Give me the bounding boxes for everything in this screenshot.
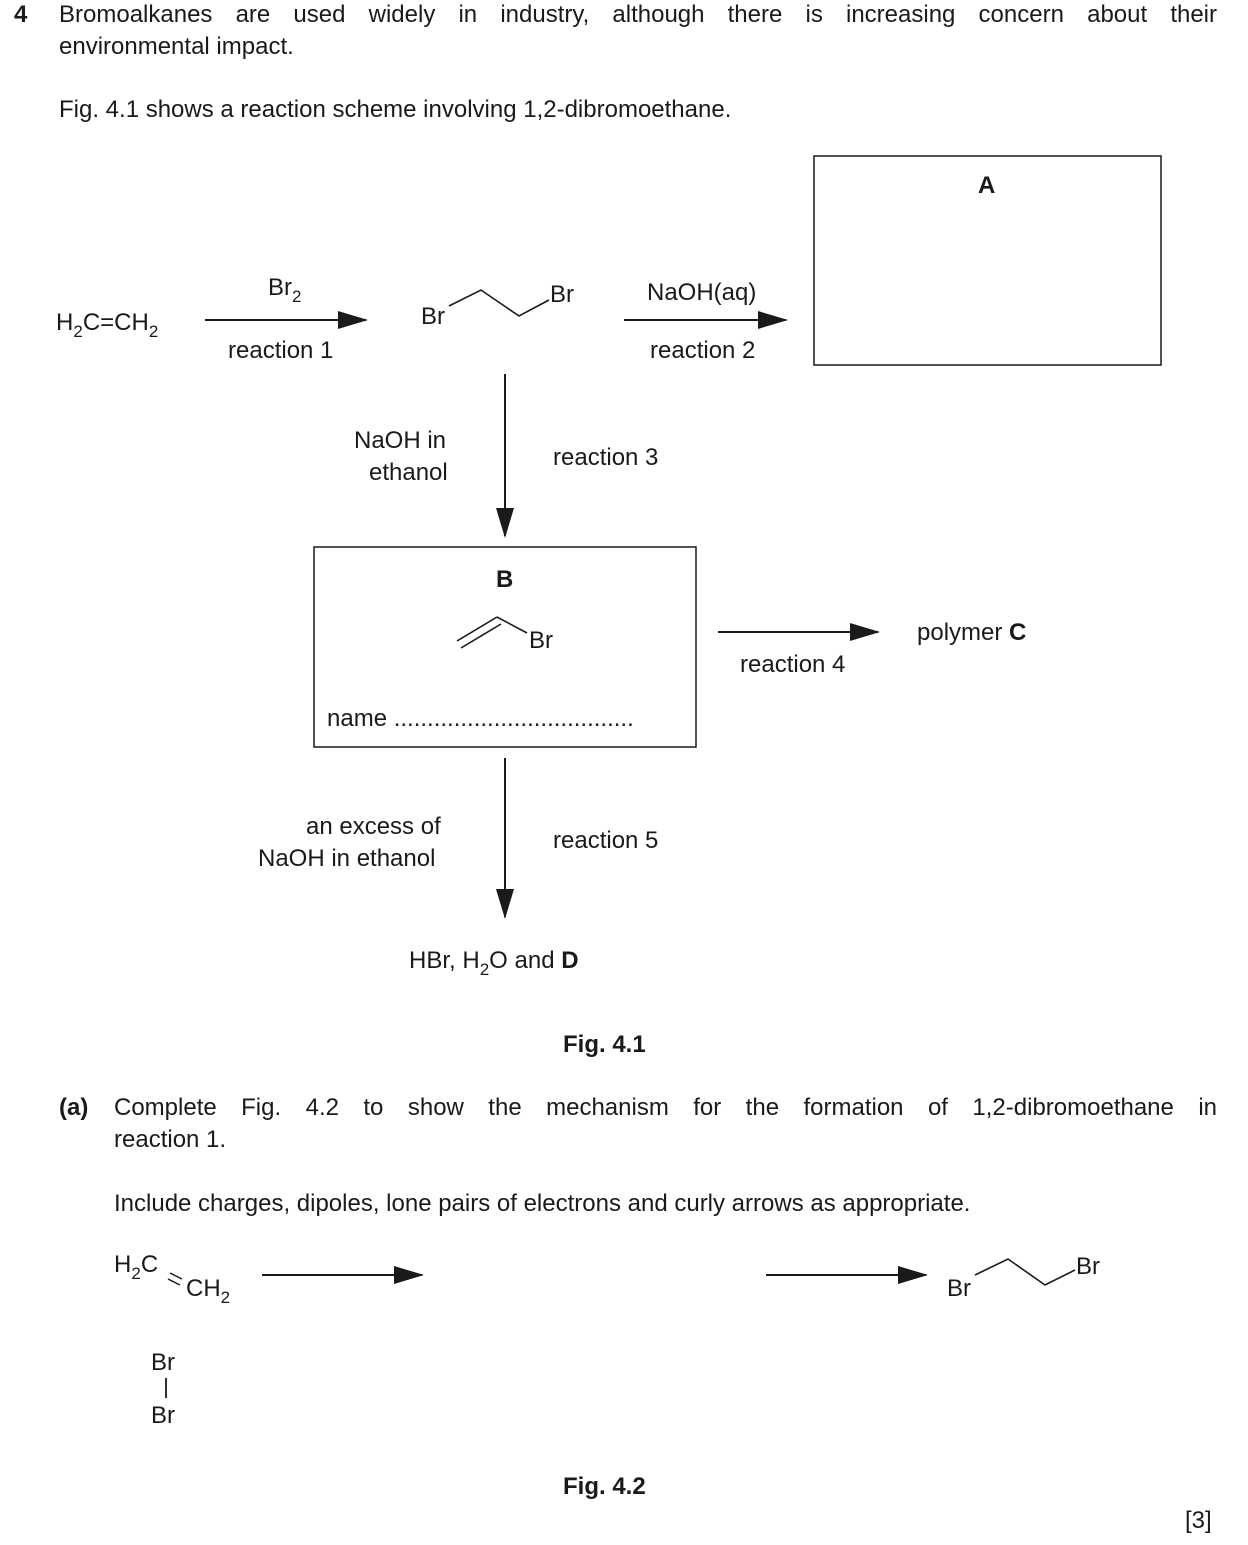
fig42-caption: Fig. 4.2	[563, 1473, 646, 1500]
box-a-label: A	[978, 172, 996, 199]
reaction3-arrowhead	[496, 508, 514, 538]
part-a-instruction: Include charges, dipoles, lone pairs of …	[114, 1190, 971, 1217]
fig42-arrowhead-2	[898, 1266, 928, 1284]
reaction3-reagent-line1: NaOH in	[354, 427, 447, 454]
fig42-double-bond-2	[167, 1278, 181, 1286]
reaction5-products: HBr, H2O and D	[409, 947, 579, 979]
dibromoethane-br-left: Br	[421, 303, 445, 330]
box-a	[813, 155, 1162, 366]
dibromoethane-br-right: Br	[550, 281, 574, 308]
part-a-line2: reaction 1.	[114, 1126, 227, 1153]
bromoethene-c-br-bond	[496, 616, 528, 634]
reaction4-product: polymer C	[917, 619, 1027, 646]
part-a-line1: Complete Fig. 4.2 to show the mechanism …	[114, 1094, 1217, 1121]
reaction4-label: reaction 4	[740, 651, 846, 678]
question-intro-line2: environmental impact.	[59, 33, 294, 60]
reaction5-reagent-line1: an excess of	[306, 813, 441, 840]
reaction5-label: reaction 5	[553, 827, 659, 854]
reaction4-arrowhead	[850, 623, 880, 641]
box-b	[313, 546, 697, 748]
fig42-ch2: CH2	[186, 1275, 231, 1307]
reaction2-reagent: NaOH(aq)	[647, 279, 757, 306]
question-number: 4	[14, 1, 28, 28]
fig41-intro: Fig. 4.1 shows a reaction scheme involvi…	[59, 96, 732, 123]
question-intro-line1: Bromoalkanes are used widely in industry…	[59, 1, 1217, 28]
fig42-product-br-right: Br	[1076, 1253, 1100, 1280]
marks: [3]	[1185, 1507, 1212, 1534]
reaction3-label: reaction 3	[553, 444, 659, 471]
fig42-h2c: H2C	[114, 1251, 159, 1283]
ethene-formula: H2C=CH2	[56, 309, 159, 341]
bromoethene-double-bond-2	[460, 623, 502, 649]
reaction2-arrowhead	[758, 311, 788, 329]
fig42-br-top: Br	[151, 1349, 175, 1376]
box-b-label: B	[496, 566, 514, 593]
reaction1-arrowhead	[338, 311, 368, 329]
fig42-br-bottom: Br	[151, 1402, 175, 1429]
reaction5-arrowhead	[496, 889, 514, 919]
bromoethene-double-bond-1	[456, 616, 498, 642]
fig41-caption: Fig. 4.1	[563, 1031, 646, 1058]
reaction3-reagent-line2: ethanol	[369, 459, 448, 486]
box-b-name-prompt: name ...................................…	[327, 705, 634, 732]
fig42-double-bond-1	[169, 1272, 183, 1280]
dibromoethane-skeleton	[448, 289, 550, 317]
reaction5-reagent-line2: NaOH in ethanol	[258, 845, 436, 872]
bromoethene-br: Br	[529, 627, 553, 654]
reaction2-label: reaction 2	[650, 337, 756, 364]
reaction1-label: reaction 1	[228, 337, 334, 364]
fig42-product-br-left: Br	[947, 1275, 971, 1302]
reaction1-reagent: Br2	[268, 274, 302, 306]
part-a-label: (a)	[59, 1094, 89, 1121]
fig42-product-skeleton	[974, 1258, 1076, 1286]
fig42-arrowhead-1	[394, 1266, 424, 1284]
